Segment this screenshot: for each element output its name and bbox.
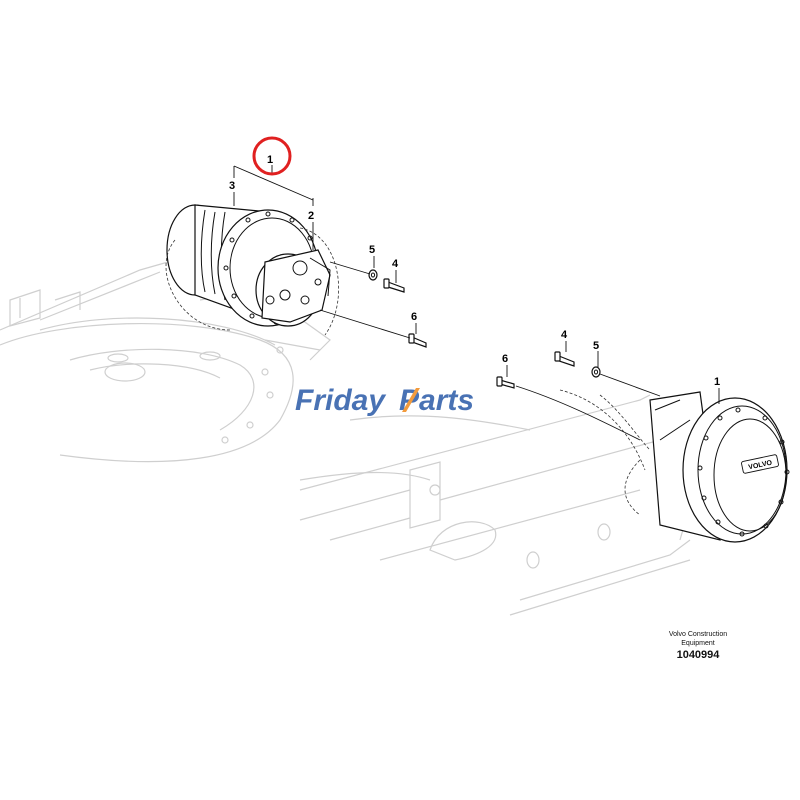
callout-gear-top: 2 — [308, 210, 314, 222]
callout-assembly-top: 1 — [267, 154, 273, 166]
callout-assembly-right: 1 — [714, 376, 720, 388]
machine-frame-ghost — [0, 259, 691, 616]
brand-mark: VOLVO — [748, 459, 773, 471]
flange-bolt-holes-right — [697, 407, 790, 537]
callout-washer-right: 5 — [593, 340, 599, 352]
callout-bolt-top: 4 — [392, 258, 399, 270]
callouts-left: 1 3 2 5 4 6 — [229, 136, 417, 334]
callout-screw-right: 6 — [502, 353, 508, 365]
volvo-badge — [741, 454, 779, 474]
caption-line-2: Equipment — [681, 640, 715, 647]
callout-screw-top: 6 — [411, 311, 417, 323]
highlight-circle — [252, 136, 292, 176]
watermark-text-a: Friday — [295, 384, 386, 417]
fasteners-left — [319, 261, 427, 348]
callout-washer-top: 5 — [369, 244, 375, 256]
callout-housing-top: 3 — [229, 180, 235, 192]
callouts-right: 4 5 6 1 — [502, 329, 720, 404]
watermark-slash-icon — [402, 388, 420, 412]
final-drive-left — [165, 204, 339, 336]
document-number: 1040994 — [677, 649, 721, 661]
callout-bolt-right: 4 — [561, 329, 568, 341]
final-drive-right: VOLVO — [559, 389, 790, 543]
caption-block: Volvo Construction Equipment 1040994 — [669, 631, 727, 661]
caption-line-1: Volvo Construction — [669, 631, 727, 638]
fasteners-right — [496, 351, 661, 441]
